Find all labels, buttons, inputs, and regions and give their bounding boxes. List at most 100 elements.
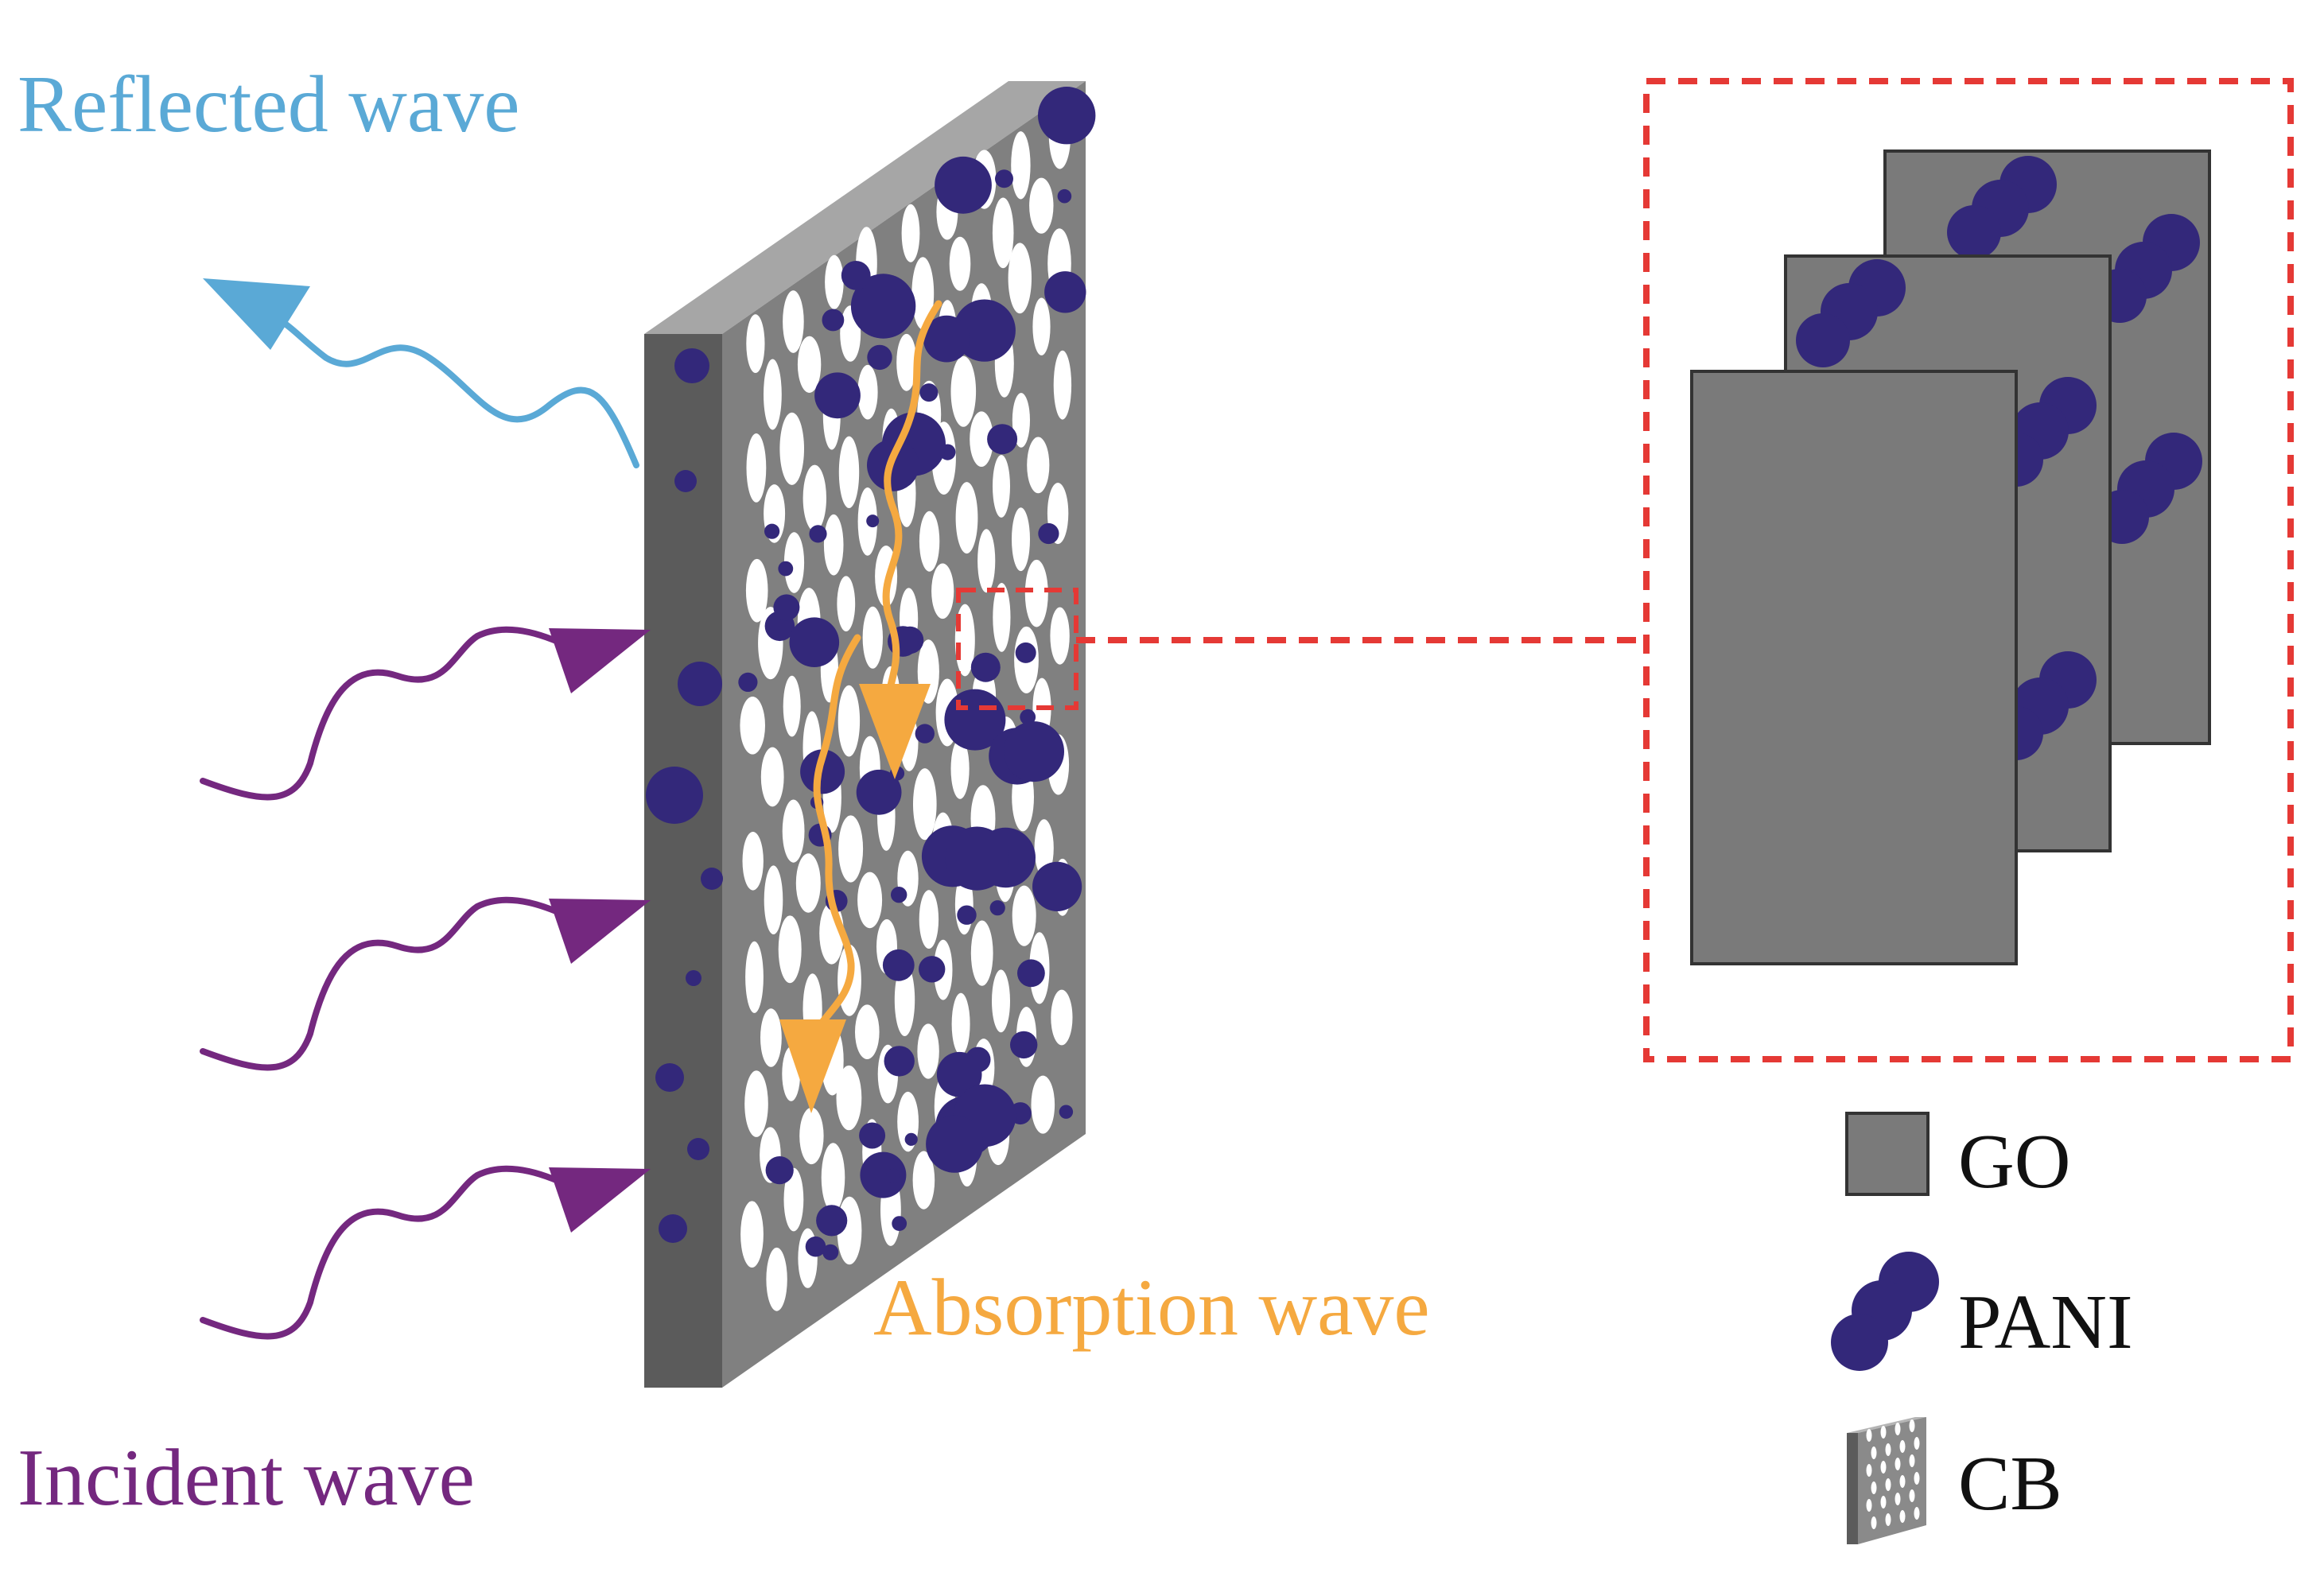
- pore: [1909, 1419, 1915, 1432]
- pore: [896, 333, 917, 391]
- pore: [1899, 1510, 1906, 1523]
- pore: [1012, 507, 1030, 572]
- pore: [740, 1201, 764, 1268]
- pani-particle: [701, 868, 723, 890]
- pore: [836, 1065, 862, 1131]
- pore: [917, 1023, 939, 1079]
- pore: [931, 563, 954, 619]
- pore: [857, 364, 878, 420]
- pani-particle: [764, 523, 780, 539]
- composite-panel: [644, 81, 1096, 1388]
- go-sheet-stack: [1690, 149, 2211, 965]
- incident-arrowhead-icon: [549, 899, 651, 964]
- pani-particle: [822, 1244, 839, 1260]
- pore: [951, 992, 970, 1055]
- pore: [993, 583, 1011, 652]
- pore: [1885, 1478, 1891, 1491]
- panel-side-face: [644, 334, 722, 1388]
- panel-top-face: [644, 81, 1086, 334]
- pani-particle: [989, 900, 1005, 916]
- pani-particle: [919, 383, 939, 402]
- pore: [1914, 1437, 1920, 1450]
- pani-particle: [1004, 721, 1064, 782]
- pore: [760, 1008, 782, 1067]
- pore: [744, 1070, 768, 1137]
- pore: [855, 1004, 880, 1059]
- pore: [837, 576, 856, 631]
- pani-particle: [674, 348, 709, 383]
- pore: [1031, 1075, 1055, 1134]
- pani-particle: [765, 1156, 794, 1185]
- pore: [783, 675, 801, 737]
- pore: [970, 411, 993, 467]
- pani-particle: [867, 344, 892, 371]
- pore: [919, 511, 940, 572]
- pani-particle: [945, 826, 1009, 891]
- pani-particle: [882, 949, 915, 981]
- pani-particle: [935, 156, 992, 214]
- legend-item-pani: PANI: [1831, 1252, 2133, 1371]
- zoom-indicator: [956, 78, 2294, 1062]
- pani-particle: [892, 1216, 907, 1231]
- pani-particle: [1032, 861, 1082, 911]
- pore: [838, 815, 864, 883]
- pore: [837, 685, 861, 757]
- pore: [955, 482, 978, 554]
- pani-particle: [926, 1115, 984, 1173]
- pore: [1866, 1429, 1872, 1442]
- pore: [1871, 1446, 1877, 1459]
- porous-panel-icon: [1847, 1417, 1926, 1544]
- pore: [1029, 177, 1054, 234]
- pore: [746, 314, 765, 373]
- pani-particle: [923, 315, 970, 363]
- pore: [1053, 350, 1072, 420]
- pore: [912, 1151, 935, 1210]
- pore: [1032, 297, 1051, 355]
- pani-particle: [1017, 959, 1045, 988]
- pore: [1895, 1423, 1901, 1435]
- reflected-wave-label: Reflected wave: [17, 60, 519, 149]
- pore: [782, 799, 805, 863]
- pore: [1871, 1481, 1877, 1494]
- pani-particle: [1015, 642, 1036, 663]
- pore: [783, 290, 804, 353]
- pore: [783, 1167, 804, 1232]
- pore: [950, 355, 977, 427]
- pore: [760, 747, 784, 807]
- pani-particle: [841, 261, 871, 290]
- pani-particle: [915, 724, 935, 744]
- pore: [911, 257, 935, 330]
- pore: [1880, 1426, 1887, 1439]
- incident-waves: [200, 626, 651, 1340]
- pore: [1012, 393, 1030, 448]
- pore: [992, 969, 1010, 1033]
- pore: [1885, 1513, 1891, 1526]
- pore: [1895, 1493, 1901, 1505]
- pore: [825, 254, 844, 309]
- legend-item-go: GO: [1845, 1112, 2071, 1205]
- pore: [1885, 1443, 1891, 1456]
- pore: [746, 433, 767, 503]
- pore: [766, 1247, 787, 1311]
- panel-pani-particles: [738, 87, 1096, 1260]
- pani-particle: [936, 1051, 982, 1097]
- pore: [862, 606, 884, 669]
- pore: [1024, 559, 1048, 627]
- absorption-wave-1: [882, 300, 942, 720]
- incident-wave-1: [200, 626, 651, 801]
- pore: [1011, 131, 1031, 200]
- pani-particle: [995, 169, 1013, 188]
- pore: [901, 204, 920, 262]
- pani-particle: [773, 594, 800, 621]
- incident-arrowhead-icon: [549, 628, 651, 693]
- pore: [1866, 1464, 1872, 1477]
- pore: [745, 941, 764, 1013]
- pore: [1880, 1461, 1887, 1474]
- pani-particle: [659, 1214, 687, 1243]
- pani-particle: [800, 749, 845, 794]
- pore: [797, 336, 822, 393]
- pani-particle: [816, 1205, 848, 1237]
- pore: [1012, 885, 1036, 946]
- pore: [1914, 1507, 1920, 1520]
